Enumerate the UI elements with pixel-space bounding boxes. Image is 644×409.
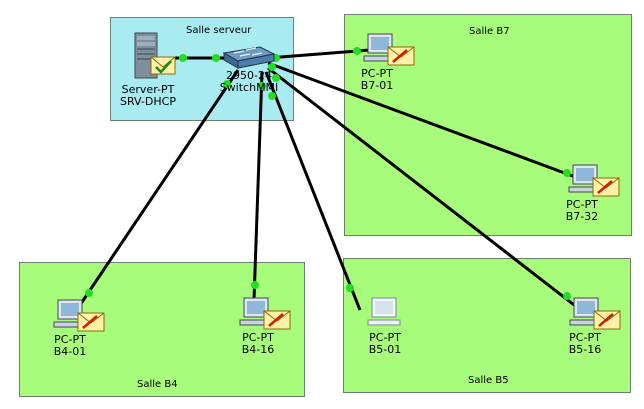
link-switch-b7-01[interactable] (267, 48, 371, 60)
switch-icon (222, 46, 276, 69)
port-status-light (563, 292, 571, 300)
envelope-fail-icon (387, 46, 415, 66)
link-switch-b4-16[interactable] (252, 71, 264, 301)
device-pc-b7-01[interactable]: PC-PT B7-01 (360, 32, 420, 98)
device-pc-b4-01[interactable]: PC-PT B4-01 (50, 298, 110, 364)
device-type: PC-PT (54, 333, 86, 346)
device-label: Server-PT SRV-DHCP (118, 84, 178, 108)
link-switch-b5-16[interactable] (267, 66, 579, 310)
envelope-fail-icon (593, 310, 621, 330)
device-server-srv-dhcp[interactable]: Server-PT SRV-DHCP (118, 30, 188, 110)
port-status-light (563, 169, 571, 177)
device-type: Server-PT (121, 83, 175, 96)
envelope-fail-icon (77, 312, 105, 332)
device-label: 2950-24 SwitchMMI (214, 70, 284, 94)
device-pc-b4-16[interactable]: PC-PT B4-16 (236, 296, 296, 362)
device-type: PC-PT (369, 331, 401, 344)
envelope-success-icon (150, 56, 176, 75)
link-switch-b4-01[interactable] (78, 69, 240, 306)
port-status-light (258, 82, 266, 90)
device-type: PC-PT (569, 331, 601, 344)
device-label: PC-PT B5-16 (560, 332, 610, 356)
device-name: B5-16 (568, 343, 602, 356)
device-name: B5-01 (368, 343, 402, 356)
port-status-light (353, 47, 361, 55)
room-label: Salle B7 (469, 26, 510, 37)
device-label: PC-PT B5-01 (360, 332, 410, 356)
link-switch-b7-32[interactable] (267, 61, 579, 180)
port-status-light (272, 74, 280, 82)
device-label: PC-PT B4-16 (233, 332, 283, 356)
server-icon (134, 32, 176, 79)
pc-icon (367, 297, 401, 326)
device-pc-b7-32[interactable]: PC-PT B7-32 (565, 163, 625, 229)
device-label: PC-PT B7-01 (352, 68, 402, 92)
port-status-light (346, 284, 354, 292)
device-name: B4-16 (241, 343, 275, 356)
pc-icon (363, 33, 415, 66)
link-switch-b5-01[interactable] (264, 71, 362, 311)
pc-icon (569, 297, 621, 330)
device-label: PC-PT B7-32 (557, 199, 607, 223)
port-status-light (85, 289, 93, 297)
port-status-light (251, 281, 259, 289)
device-name: B4-01 (53, 345, 87, 358)
device-label: PC-PT B4-01 (45, 334, 95, 358)
pc-icon (568, 164, 620, 197)
port-status-light (179, 54, 187, 62)
device-type: PC-PT (566, 198, 598, 211)
device-name: B7-01 (360, 79, 394, 92)
device-type: 2950-24 (226, 69, 272, 82)
device-pc-b5-16[interactable]: PC-PT B5-16 (566, 296, 626, 362)
device-pc-b5-01[interactable]: PC-PT B5-01 (364, 296, 424, 362)
device-name: B7-32 (565, 210, 599, 223)
port-status-light (212, 54, 220, 62)
room-label: Salle serveur (186, 25, 252, 36)
envelope-fail-icon (263, 310, 291, 330)
device-type: PC-PT (361, 67, 393, 80)
pc-icon (53, 299, 105, 332)
port-status-light (268, 92, 276, 100)
device-switch-mmi[interactable]: 2950-24 SwitchMMI (210, 44, 286, 100)
device-type: PC-PT (242, 331, 274, 344)
room-label: Salle B4 (137, 379, 178, 390)
envelope-fail-icon (592, 177, 620, 197)
device-name: SRV-DHCP (120, 95, 176, 108)
port-status-light (268, 63, 276, 71)
room-label: Salle B5 (468, 375, 509, 386)
port-status-light (223, 80, 231, 88)
pc-icon (239, 297, 291, 330)
device-name: SwitchMMI (219, 81, 279, 94)
